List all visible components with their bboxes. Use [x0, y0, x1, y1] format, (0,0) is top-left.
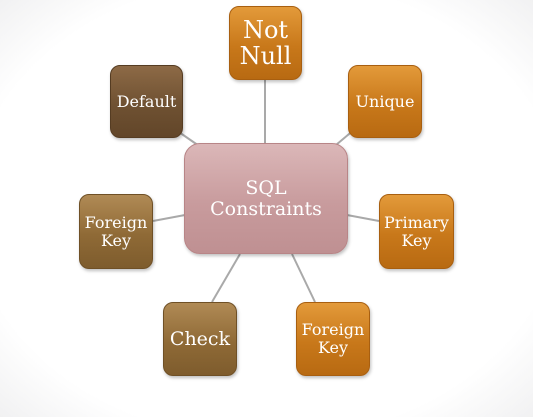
- connector-foreign-key-left: [152, 214, 186, 222]
- node-primary-key: Primary Key: [379, 194, 454, 269]
- node-not-null: Not Null: [229, 6, 302, 80]
- center-node-sql-constraints: SQL Constraints: [184, 143, 348, 254]
- center-node-label: SQL Constraints: [210, 176, 322, 220]
- node-default: Default: [110, 65, 183, 138]
- node-foreign-key-left-label: Foreign Key: [84, 212, 148, 250]
- node-foreign-key-bottom: Foreign Key: [296, 302, 370, 376]
- connector-foreign-key-bottom: [291, 253, 316, 303]
- node-unique: Unique: [348, 65, 422, 138]
- node-check-label: Check: [169, 327, 231, 350]
- node-primary-key-label: Primary Key: [384, 212, 449, 250]
- node-not-null-label: Not Null: [239, 15, 292, 70]
- connector-primary-key: [346, 214, 380, 222]
- node-default-label: Default: [116, 91, 177, 111]
- node-foreign-key-bottom-label: Foreign Key: [301, 320, 365, 357]
- node-check: Check: [163, 302, 237, 376]
- connector-check: [211, 253, 241, 303]
- node-unique-label: Unique: [355, 91, 415, 111]
- node-foreign-key-left: Foreign Key: [79, 194, 153, 269]
